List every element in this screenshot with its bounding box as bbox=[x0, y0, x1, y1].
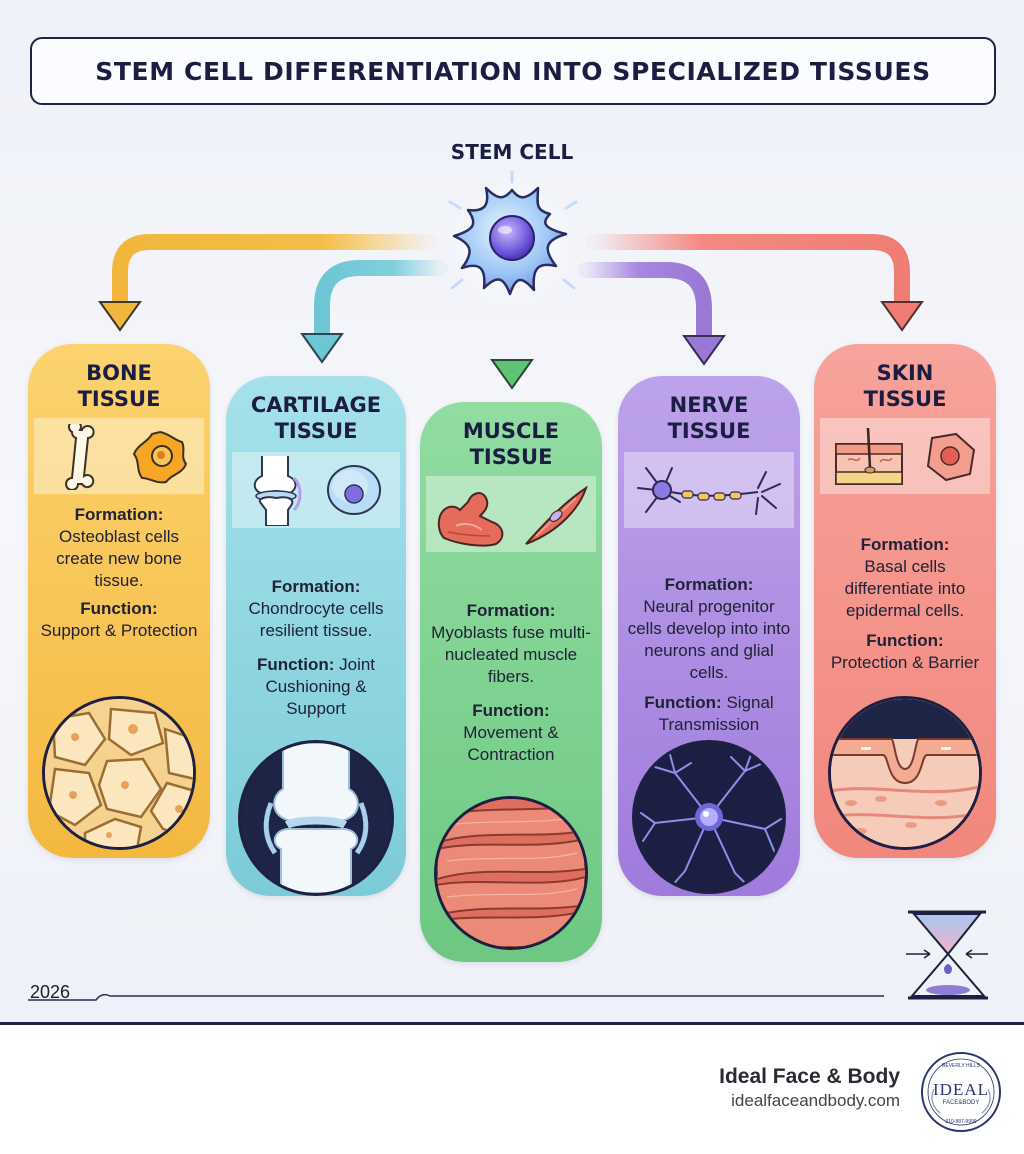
bone-tissue-card: BONE TISSUE Formation: Osteoblast cells … bbox=[28, 344, 210, 858]
footer: Ideal Face & Body idealfaceandbody.com B… bbox=[0, 1025, 1024, 1154]
bone-title-line2: TISSUE bbox=[77, 387, 161, 411]
logo-top-text: BEVERLY HILLS bbox=[942, 1063, 981, 1069]
nerve-description: Formation: Neural progenitor cells devel… bbox=[626, 574, 792, 736]
muscle-function-text: Movement & Contraction bbox=[463, 723, 559, 764]
nerve-function-text: Signal Transmission bbox=[658, 693, 774, 734]
neuron-icon bbox=[637, 467, 781, 515]
logo-bottom-text: 310-887-9999 bbox=[945, 1119, 976, 1125]
muscle-formation-text: Myoblasts fuse multi-nucleated muscle fi… bbox=[431, 623, 591, 686]
muscle-function-label: Function: bbox=[472, 701, 550, 720]
muscle-title-line2: TISSUE bbox=[469, 445, 553, 469]
skin-layers-icon bbox=[835, 428, 903, 485]
bone-micro-illustration bbox=[42, 696, 196, 850]
cartilage-connector-arrow bbox=[314, 260, 448, 346]
bone-function-text: Support & Protection bbox=[40, 621, 198, 640]
cartilage-tissue-card: CARTILAGE TISSUE Formation: Chondrocyte … bbox=[226, 376, 406, 896]
bone-formation-label: Formation: bbox=[74, 505, 164, 524]
skin-formation-label: Formation: bbox=[860, 535, 950, 554]
skin-formation-text: Basal cells differentiate into epidermal… bbox=[844, 557, 966, 620]
nerve-formation-label: Formation: bbox=[664, 575, 754, 594]
cartilage-title-line2: TISSUE bbox=[274, 419, 358, 443]
cartilage-tissue-title: CARTILAGE TISSUE bbox=[226, 392, 406, 444]
muscle-tissue-title: MUSCLE TISSUE bbox=[420, 418, 602, 470]
cartilage-formation-text: Chondrocyte cells resilient tissue. bbox=[248, 599, 384, 640]
muscle-micro-illustration bbox=[434, 796, 588, 950]
brand-url-link[interactable]: idealfaceandbody.com bbox=[731, 1091, 900, 1110]
logo-main-text: IDEAL bbox=[933, 1080, 989, 1099]
cartilage-micro-illustration bbox=[238, 740, 394, 896]
skin-description: Formation: Basal cells differentiate int… bbox=[822, 534, 988, 674]
nerve-title-line2: TISSUE bbox=[667, 419, 751, 443]
skin-tissue-card: SKIN TISSUE Formation: Basal cells diffe… bbox=[814, 344, 996, 858]
epidermal-cell-icon bbox=[926, 432, 976, 482]
nerve-connector-arrow bbox=[578, 262, 712, 348]
skin-connector-arrow bbox=[586, 234, 910, 314]
osteoblast-cell-icon bbox=[132, 430, 188, 484]
brand-name: Ideal Face & Body bbox=[719, 1065, 900, 1088]
skin-function-text: Protection & Barrier bbox=[830, 653, 980, 672]
muscle-tissue-card: MUSCLE TISSUE Formation: Myoblasts fuse … bbox=[420, 402, 602, 962]
bone-icon-panel bbox=[34, 418, 204, 494]
nerve-icon-panel bbox=[624, 452, 794, 528]
bone-icon bbox=[65, 424, 95, 490]
cartilage-function-label: Function: bbox=[256, 655, 335, 674]
cartilage-title-line1: CARTILAGE bbox=[250, 393, 382, 417]
bone-description: Formation: Osteoblast cells create new b… bbox=[36, 504, 202, 642]
nerve-title-line1: NERVE bbox=[669, 393, 749, 417]
year-label: 2026 bbox=[30, 982, 71, 1002]
page-title: STEM CELL DIFFERENTIATION INTO SPECIALIZ… bbox=[95, 56, 931, 86]
skin-micro-illustration bbox=[828, 696, 982, 850]
infographic-poster: STEM CELL DIFFERENTIATION INTO SPECIALIZ… bbox=[0, 0, 1024, 1024]
nerve-tissue-title: NERVE TISSUE bbox=[618, 392, 800, 444]
flexed-arm-icon bbox=[437, 492, 504, 547]
chondrocyte-cell-icon bbox=[327, 465, 381, 515]
bone-connector-arrow bbox=[112, 234, 438, 316]
knee-joint-icon bbox=[253, 456, 302, 526]
logo-sub-text: FACE&BODY bbox=[943, 1100, 980, 1106]
muscle-formation-label: Formation: bbox=[466, 601, 556, 620]
bone-function-label: Function: bbox=[80, 599, 158, 618]
muscle-cell-icon bbox=[525, 486, 588, 545]
bone-tissue-title: BONE TISSUE bbox=[28, 360, 210, 412]
title-banner: STEM CELL DIFFERENTIATION INTO SPECIALIZ… bbox=[30, 37, 996, 105]
skin-title-line1: SKIN bbox=[876, 361, 934, 385]
muscle-description: Formation: Myoblasts fuse multi-nucleate… bbox=[428, 600, 594, 766]
skin-title-line2: TISSUE bbox=[863, 387, 947, 411]
stem-cell-label: STEM CELL bbox=[450, 140, 574, 164]
skin-tissue-title: SKIN TISSUE bbox=[814, 360, 996, 412]
differentiation-arrows bbox=[98, 234, 924, 390]
nerve-tissue-card: NERVE TISSUE bbox=[618, 376, 800, 896]
brand-logo-seal: BEVERLY HILLS IDEAL FACE&BODY 310-887-99… bbox=[921, 1052, 1001, 1132]
bone-formation-text: Osteoblast cells create new bone tissue. bbox=[56, 527, 182, 590]
nerve-formation-text: Neural progenitor cells develop into int… bbox=[627, 597, 791, 682]
cartilage-icon-panel bbox=[232, 452, 400, 528]
muscle-icon-panel bbox=[426, 476, 596, 552]
nerve-function-label: Function: bbox=[644, 693, 722, 712]
bone-title-line1: BONE bbox=[86, 361, 152, 385]
nerve-micro-illustration bbox=[632, 740, 786, 894]
skin-icon-panel bbox=[820, 418, 990, 494]
skin-function-label: Function: bbox=[866, 631, 944, 650]
muscle-title-line1: MUSCLE bbox=[462, 419, 560, 443]
stem-cell-icon bbox=[444, 170, 580, 308]
cartilage-function-text: Joint Cushioning & Support bbox=[265, 655, 376, 718]
cartilage-formation-label: Formation: bbox=[271, 577, 361, 596]
footer-divider bbox=[0, 1022, 1024, 1025]
cartilage-description: Formation: Chondrocyte cells resilient t… bbox=[234, 576, 398, 720]
hourglass-icon bbox=[906, 910, 988, 1000]
